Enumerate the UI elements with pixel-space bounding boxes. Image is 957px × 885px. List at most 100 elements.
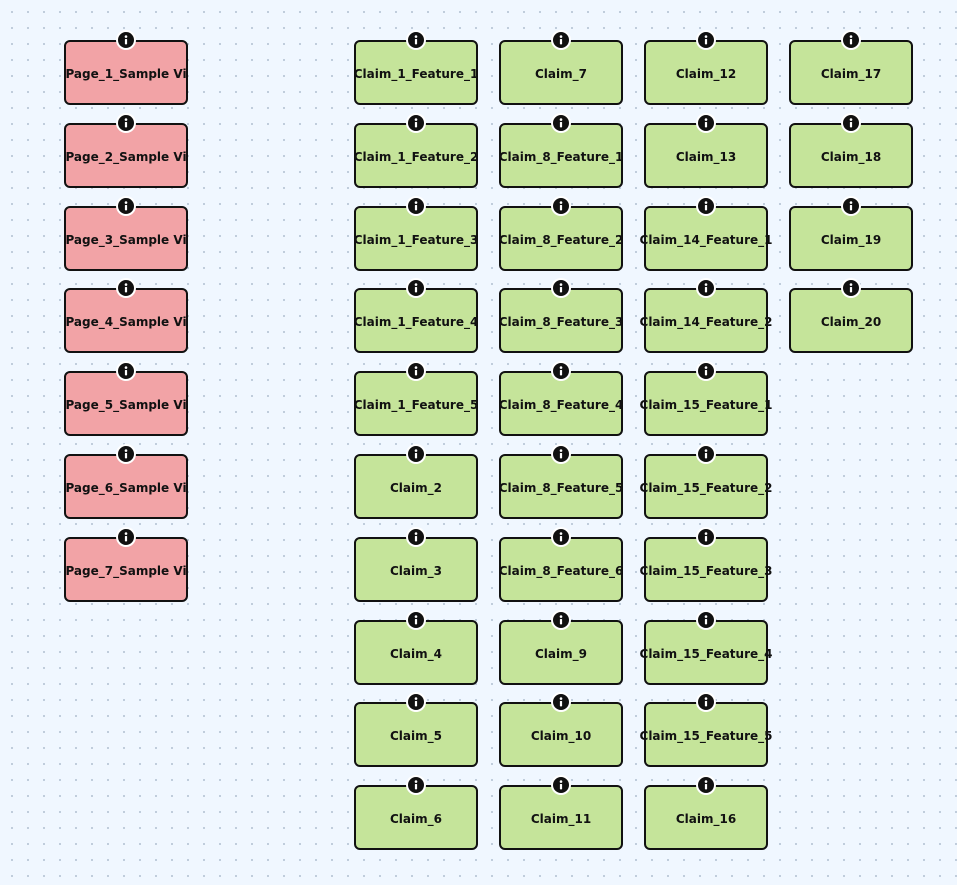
info-icon[interactable] <box>116 30 136 50</box>
claim-node-claim-5[interactable]: Claim_5 <box>354 692 478 767</box>
claim-node-claim-15-feature-2[interactable]: Claim_15_Feature_2 <box>639 444 773 519</box>
node-label: Claim_14_Feature_2 <box>639 314 773 329</box>
claim-node-claim-7[interactable]: Claim_7 <box>499 30 623 105</box>
page-node-page-4-sample-vi[interactable]: Page_4_Sample Vi <box>64 278 188 353</box>
claim-node-claim-18[interactable]: Claim_18 <box>789 113 913 188</box>
info-icon[interactable] <box>116 444 136 464</box>
claim-node-claim-8-feature-6[interactable]: Claim_8_Feature_6 <box>499 527 623 602</box>
claim-node-claim-20[interactable]: Claim_20 <box>789 278 913 353</box>
info-icon[interactable] <box>551 692 571 712</box>
info-icon[interactable] <box>841 30 861 50</box>
node-label: Claim_8_Feature_3 <box>498 314 624 329</box>
claim-node-claim-15-feature-3[interactable]: Claim_15_Feature_3 <box>640 527 772 602</box>
info-icon[interactable] <box>696 444 716 464</box>
node-label: Claim_15_Feature_2 <box>639 480 773 495</box>
info-icon[interactable] <box>696 361 716 381</box>
claim-node-claim-14-feature-2[interactable]: Claim_14_Feature_2 <box>639 278 773 353</box>
claim-node-claim-3[interactable]: Claim_3 <box>354 527 478 602</box>
node-label: Claim_19 <box>820 232 882 247</box>
node-label: Claim_5 <box>390 728 442 743</box>
claim-node-claim-8-feature-2[interactable]: Claim_8_Feature_2 <box>499 196 623 271</box>
claim-node-claim-12[interactable]: Claim_12 <box>644 30 768 105</box>
info-icon[interactable] <box>551 361 571 381</box>
info-icon[interactable] <box>696 527 716 547</box>
claim-node-claim-2[interactable]: Claim_2 <box>354 444 478 519</box>
info-icon[interactable] <box>116 361 136 381</box>
claim-node-claim-8-feature-4[interactable]: Claim_8_Feature_4 <box>498 361 624 436</box>
info-icon[interactable] <box>551 30 571 50</box>
claim-node-claim-10[interactable]: Claim_10 <box>499 692 623 767</box>
page-node-page-5-sample-vi[interactable]: Page_5_Sample Vi <box>64 361 188 436</box>
info-icon[interactable] <box>696 196 716 216</box>
info-icon[interactable] <box>406 775 426 795</box>
info-icon[interactable] <box>116 278 136 298</box>
claim-node-claim-1-feature-4[interactable]: Claim_1_Feature_4 <box>354 278 478 353</box>
info-icon[interactable] <box>551 278 571 298</box>
info-icon[interactable] <box>841 278 861 298</box>
info-icon[interactable] <box>551 196 571 216</box>
page-node-page-7-sample-vi[interactable]: Page_7_Sample Vi <box>64 527 188 602</box>
claim-node-claim-6[interactable]: Claim_6 <box>354 775 478 850</box>
info-icon[interactable] <box>551 113 571 133</box>
info-icon[interactable] <box>841 113 861 133</box>
claim-node-claim-1-feature-2[interactable]: Claim_1_Feature_2 <box>353 113 479 188</box>
info-icon[interactable] <box>116 527 136 547</box>
claim-node-claim-8-feature-5[interactable]: Claim_8_Feature_5 <box>499 444 623 519</box>
claim-node-claim-1-feature-3[interactable]: Claim_1_Feature_3 <box>354 196 478 271</box>
info-icon[interactable] <box>696 30 716 50</box>
claim-node-claim-15-feature-5[interactable]: Claim_15_Feature_5 <box>639 692 773 767</box>
page-node-page-1-sample-vi[interactable]: Page_1_Sample Vi <box>64 30 188 105</box>
info-icon[interactable] <box>406 444 426 464</box>
info-icon[interactable] <box>696 278 716 298</box>
claim-node-claim-1-feature-1[interactable]: Claim_1_Feature_1 <box>353 30 479 105</box>
info-icon[interactable] <box>406 692 426 712</box>
info-icon[interactable] <box>696 775 716 795</box>
info-icon[interactable] <box>406 196 426 216</box>
info-icon[interactable] <box>406 113 426 133</box>
claim-node-claim-8-feature-3[interactable]: Claim_8_Feature_3 <box>498 278 624 353</box>
node-label: Page_1_Sample Vi <box>65 66 187 81</box>
node-label: Claim_1_Feature_2 <box>353 149 479 164</box>
info-icon[interactable] <box>696 692 716 712</box>
info-icon[interactable] <box>551 527 571 547</box>
page-node-page-6-sample-vi[interactable]: Page_6_Sample Vi <box>64 444 188 519</box>
claim-node-claim-16[interactable]: Claim_16 <box>644 775 768 850</box>
claim-node-claim-15-feature-1[interactable]: Claim_15_Feature_1 <box>640 361 772 436</box>
info-icon[interactable] <box>406 610 426 630</box>
info-icon[interactable] <box>696 113 716 133</box>
info-icon[interactable] <box>551 610 571 630</box>
page-node-page-3-sample-vi[interactable]: Page_3_Sample Vi <box>64 196 188 271</box>
info-icon[interactable] <box>551 775 571 795</box>
claim-node-claim-19[interactable]: Claim_19 <box>789 196 913 271</box>
node-label: Claim_8_Feature_4 <box>498 397 624 412</box>
node-label: Claim_17 <box>820 66 882 81</box>
node-label: Claim_1_Feature_1 <box>353 66 479 81</box>
claim-node-claim-17[interactable]: Claim_17 <box>789 30 913 105</box>
info-icon[interactable] <box>841 196 861 216</box>
info-icon[interactable] <box>406 361 426 381</box>
node-label: Page_4_Sample Vi <box>65 314 187 329</box>
node-label: Claim_10 <box>530 728 592 743</box>
node-label: Claim_4 <box>390 646 442 661</box>
info-icon[interactable] <box>696 610 716 630</box>
claim-node-claim-15-feature-4[interactable]: Claim_15_Feature_4 <box>640 610 772 685</box>
claim-node-claim-11[interactable]: Claim_11 <box>499 775 623 850</box>
info-icon[interactable] <box>406 278 426 298</box>
page-node-page-2-sample-vi[interactable]: Page_2_Sample Vi <box>64 113 188 188</box>
info-icon[interactable] <box>116 196 136 216</box>
claim-node-claim-1-feature-5[interactable]: Claim_1_Feature_5 <box>354 361 478 436</box>
info-icon[interactable] <box>406 527 426 547</box>
info-icon[interactable] <box>116 113 136 133</box>
info-icon[interactable] <box>406 30 426 50</box>
claim-node-claim-4[interactable]: Claim_4 <box>354 610 478 685</box>
claim-node-claim-9[interactable]: Claim_9 <box>499 610 623 685</box>
node-label: Claim_9 <box>535 646 587 661</box>
node-label: Claim_16 <box>675 811 737 826</box>
node-label: Claim_15_Feature_5 <box>639 728 773 743</box>
claim-node-claim-8-feature-1[interactable]: Claim_8_Feature_1 <box>499 113 623 188</box>
info-icon[interactable] <box>551 444 571 464</box>
node-label: Claim_6 <box>390 811 442 826</box>
claim-node-claim-13[interactable]: Claim_13 <box>644 113 768 188</box>
claim-node-claim-14-feature-1[interactable]: Claim_14_Feature_1 <box>640 196 772 271</box>
